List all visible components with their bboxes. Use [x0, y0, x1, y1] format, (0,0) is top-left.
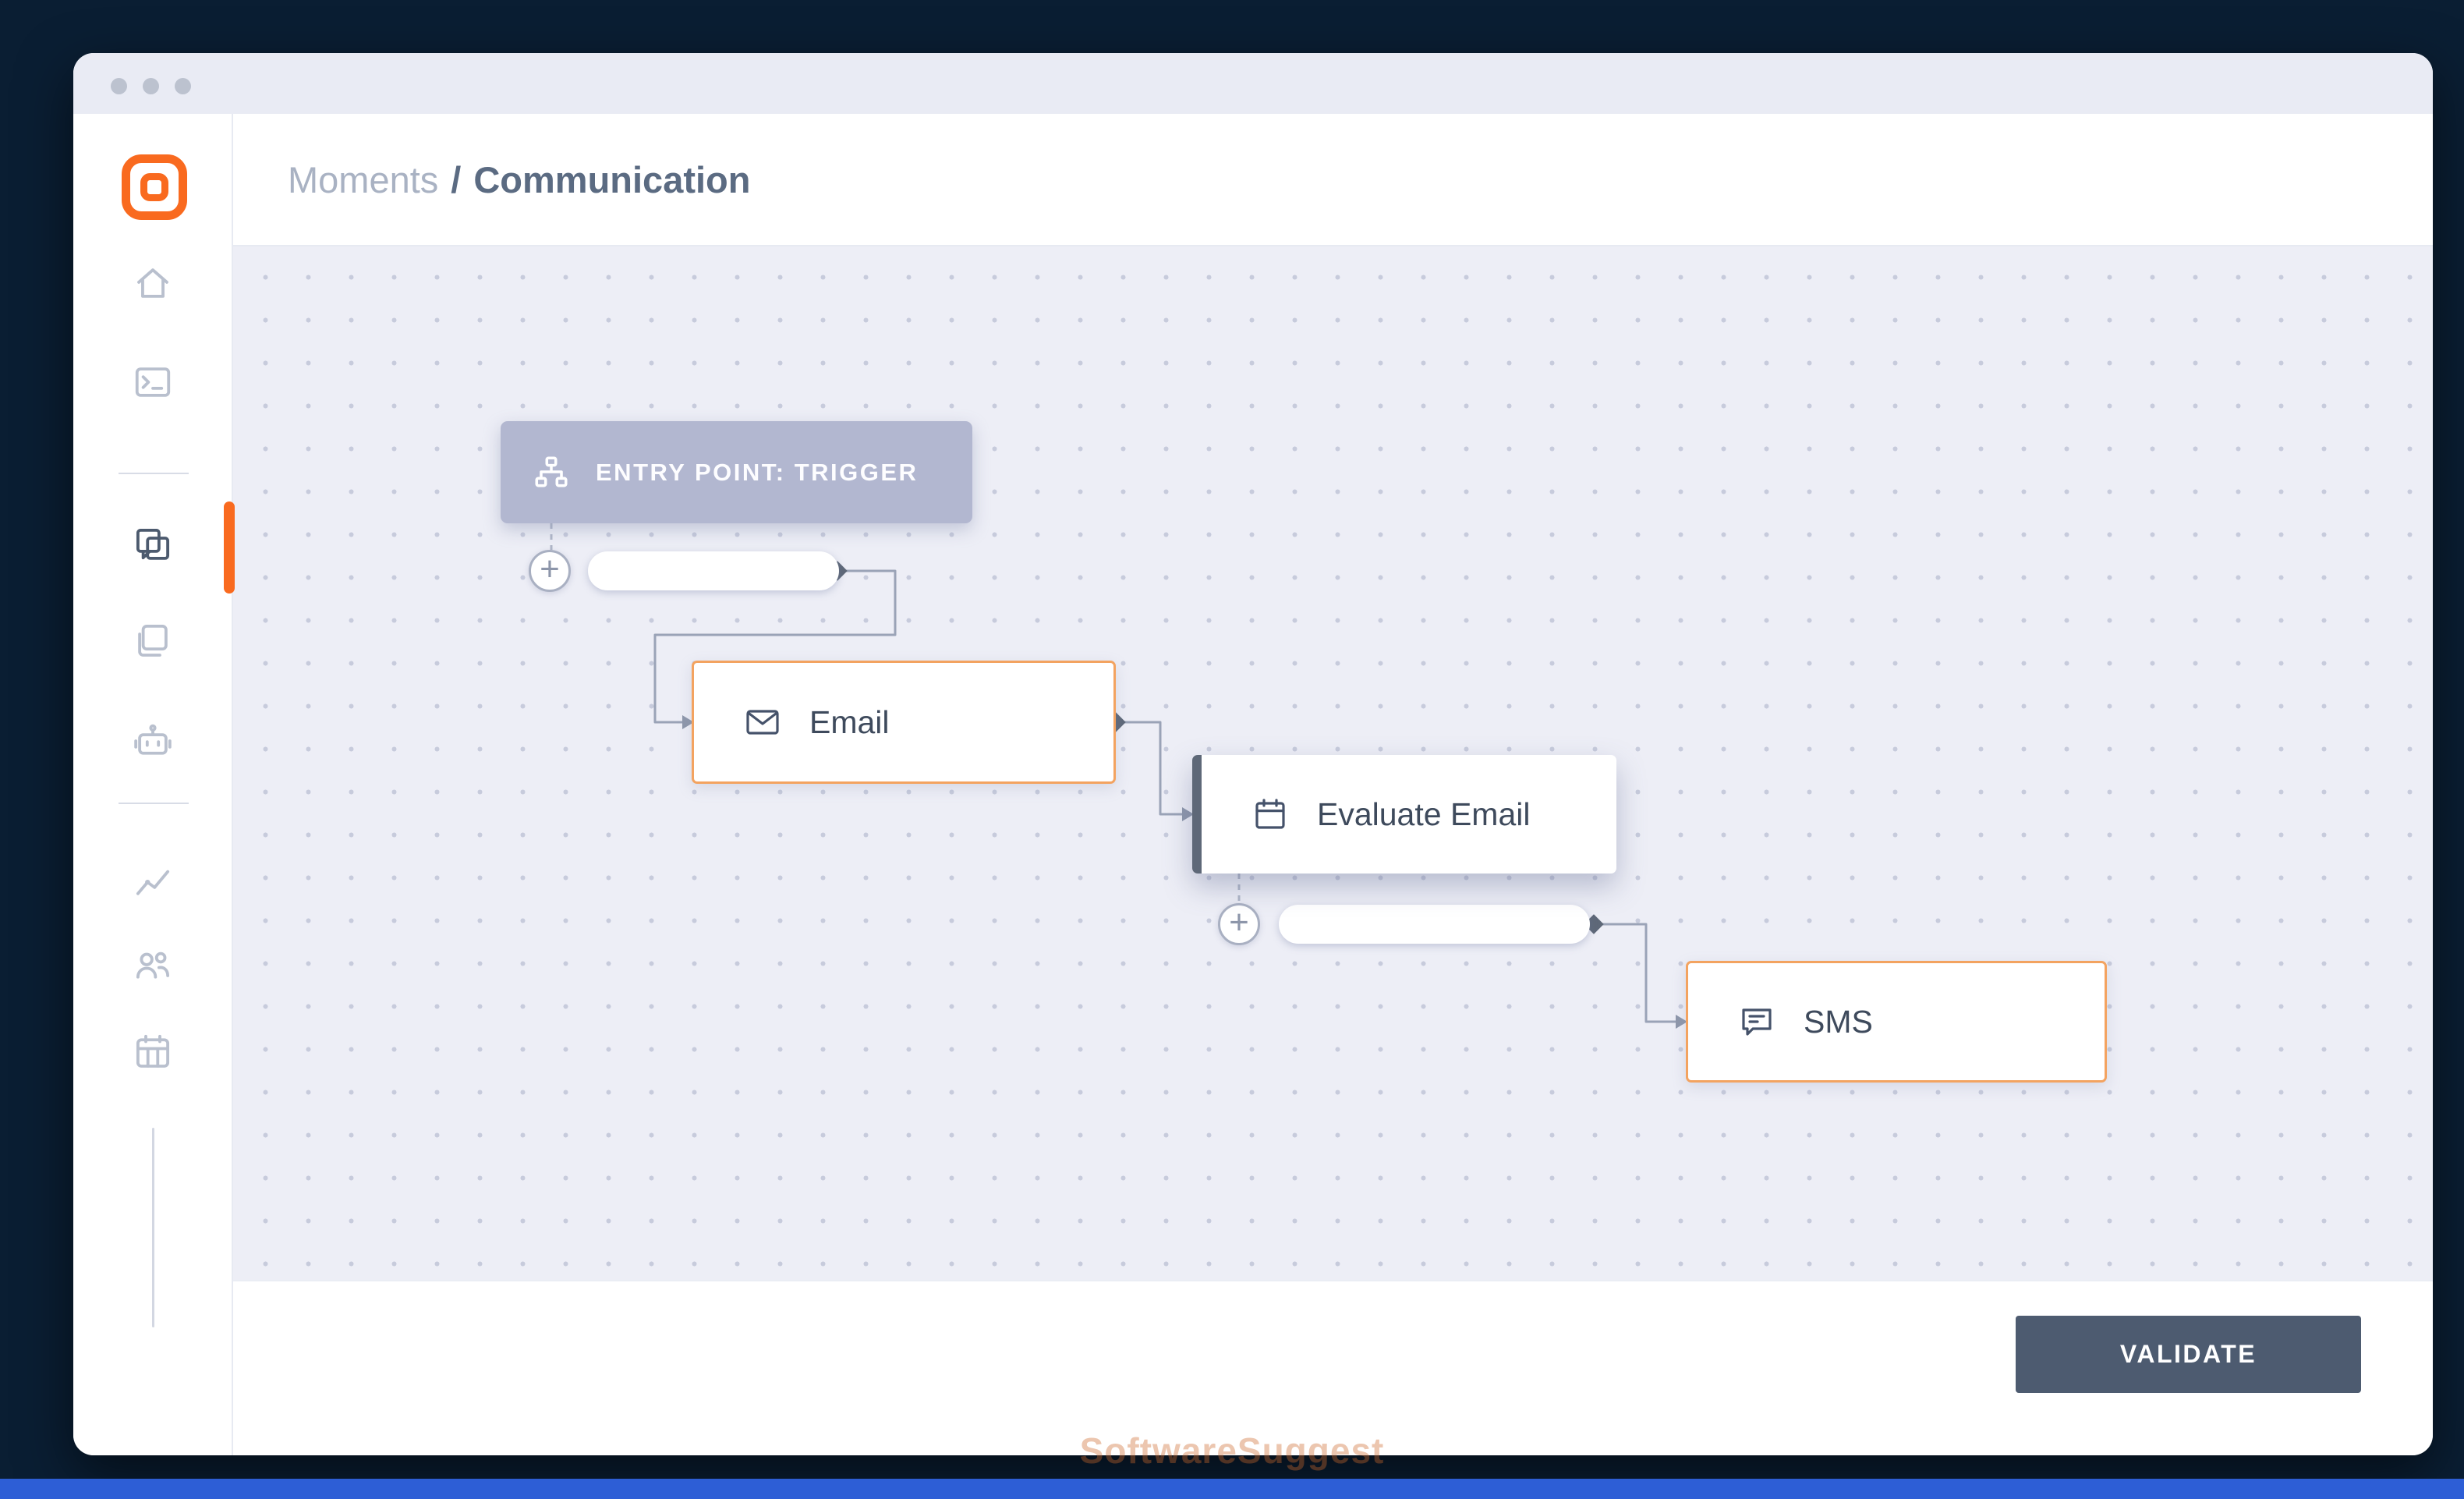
sidebar-divider [119, 473, 189, 474]
flow-canvas[interactable]: ENTRY POINT: TRIGGER + + Email [233, 246, 2433, 1280]
validate-button[interactable]: VALIDATE [2016, 1316, 2361, 1393]
analytics-icon[interactable] [123, 852, 182, 911]
evaluate-email-node-label: Evaluate Email [1317, 796, 1531, 832]
sms-bubble-icon [1742, 1008, 1772, 1036]
infobip-logo-inner [140, 173, 168, 201]
sidebar-scrollbar[interactable] [152, 1128, 154, 1327]
evaluate-email-node[interactable]: Evaluate Email [1192, 755, 1616, 874]
sidebar [73, 114, 235, 1455]
board-icon[interactable] [123, 1022, 182, 1082]
page-title: Communication [473, 158, 751, 200]
breadcrumb: Moments / Communication [288, 158, 750, 201]
sms-node[interactable]: SMS [1686, 961, 2107, 1083]
page-header: Moments / Communication [233, 114, 2433, 246]
window-control-dot-1[interactable] [111, 78, 127, 94]
app-window: Moments / Communication [73, 53, 2433, 1455]
conversations-icon[interactable] [123, 516, 182, 575]
watermark: SoftwareSuggest [1079, 1430, 1385, 1471]
calendar-icon [1255, 799, 1285, 829]
window-titlebar [73, 53, 2433, 114]
active-nav-indicator [224, 501, 235, 594]
window-control-dot-3[interactable] [175, 78, 191, 94]
terminal-icon[interactable] [123, 353, 182, 412]
bottom-blue-bar [0, 1479, 2464, 1499]
bot-icon[interactable] [123, 711, 182, 771]
window-control-dot-2[interactable] [143, 78, 159, 94]
email-node-label: Email [809, 703, 890, 740]
email-node[interactable]: Email [692, 661, 1116, 784]
infobip-logo[interactable] [122, 154, 187, 220]
breadcrumb-moments[interactable]: Moments [288, 158, 439, 200]
canvas-footer: VALIDATE [233, 1280, 2433, 1455]
add-step-button-1[interactable]: + [529, 550, 571, 592]
breadcrumb-separator: / [451, 158, 462, 200]
branch-placeholder-1[interactable] [588, 551, 839, 590]
people-icon[interactable] [123, 935, 182, 994]
branch-placeholder-2[interactable] [1279, 905, 1590, 944]
envelope-icon [746, 710, 779, 735]
sidebar-divider [119, 803, 189, 804]
pages-icon[interactable] [123, 611, 182, 671]
add-step-button-2[interactable]: + [1218, 903, 1260, 945]
entry-point-node[interactable]: ENTRY POINT: TRIGGER [501, 421, 972, 523]
sms-node-label: SMS [1804, 1003, 1873, 1040]
sitemap-icon [535, 455, 568, 487]
entry-point-label: ENTRY POINT: TRIGGER [596, 458, 919, 486]
home-icon[interactable] [123, 253, 182, 313]
